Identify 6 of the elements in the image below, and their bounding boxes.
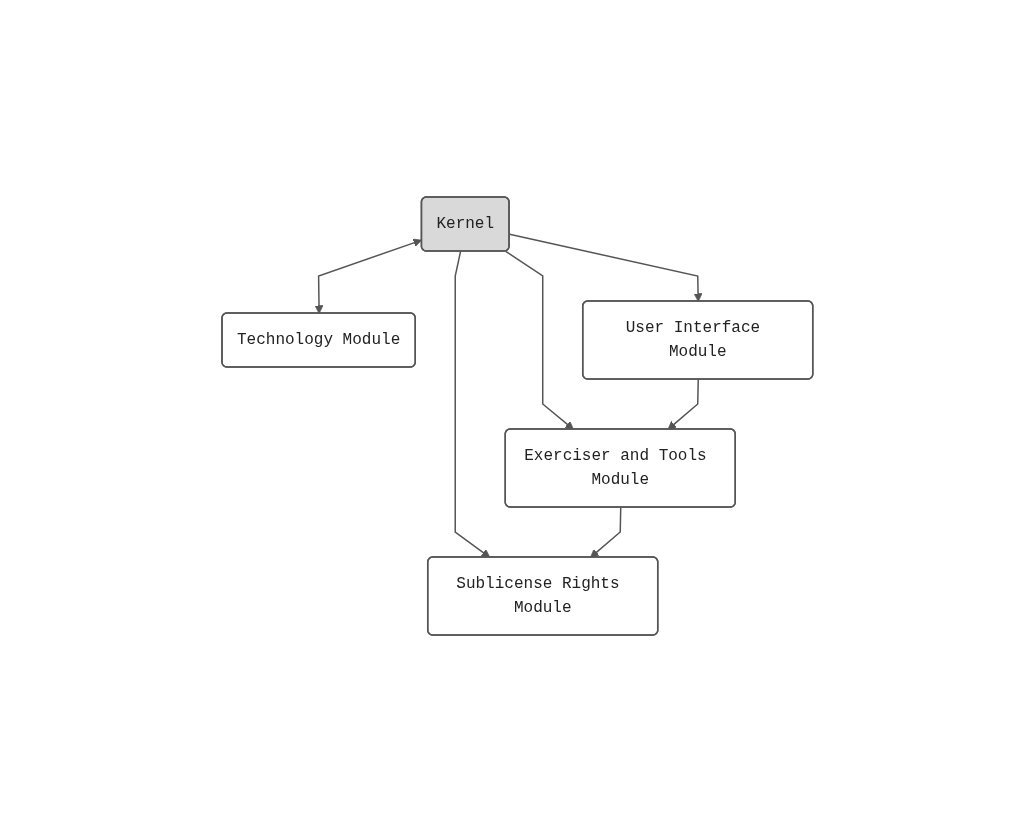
arrow	[589, 506, 622, 558]
arrow	[508, 233, 703, 302]
arrow	[667, 378, 699, 430]
arrow	[314, 238, 422, 314]
arrow	[504, 250, 574, 430]
arrow	[454, 250, 490, 558]
